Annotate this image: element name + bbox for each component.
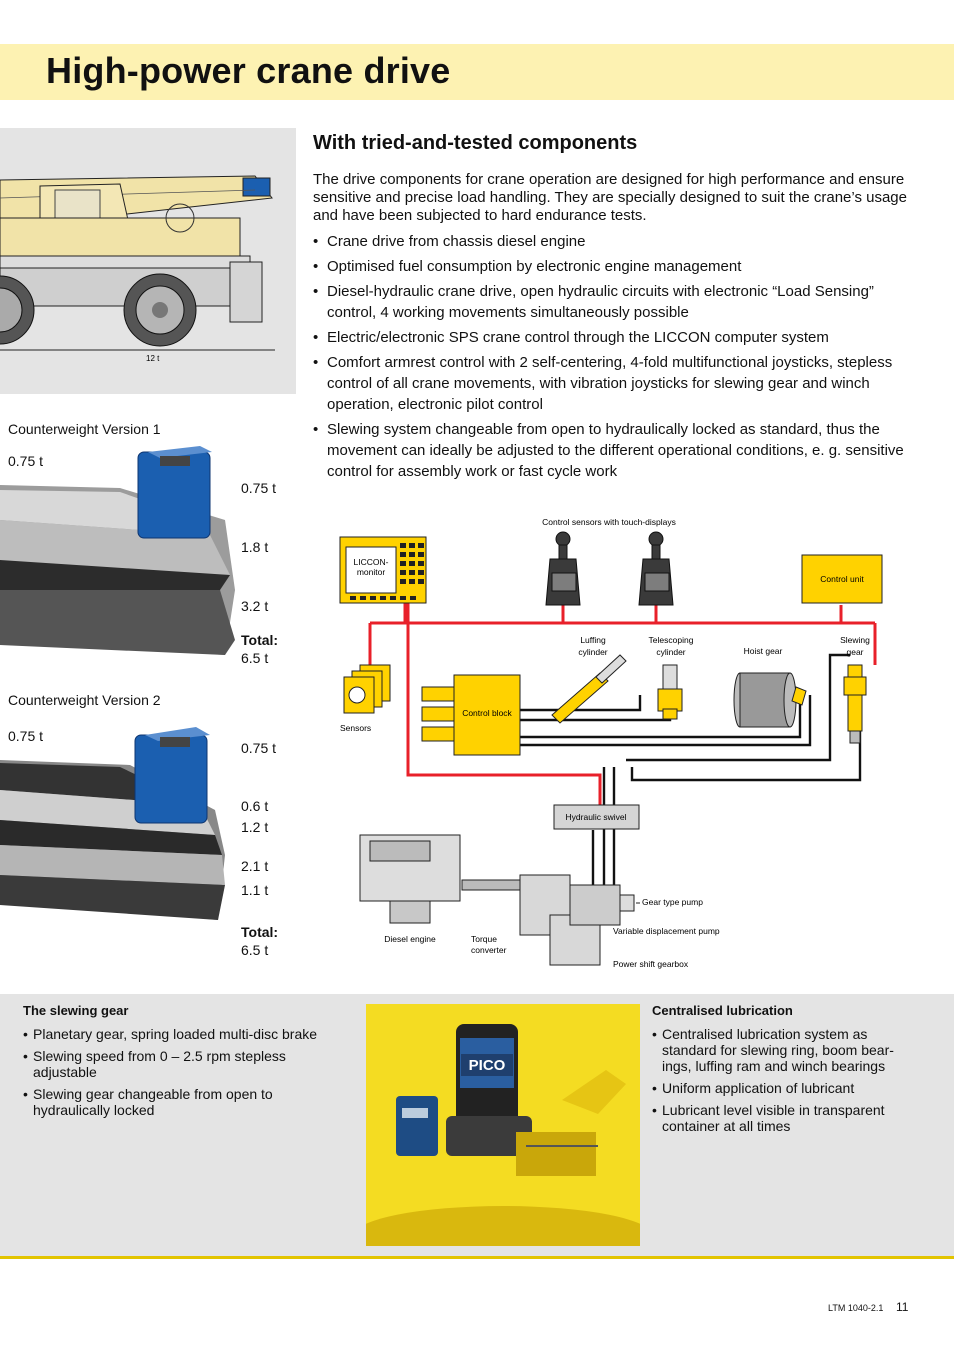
pump-assembly [519, 874, 635, 966]
liccon-monitor: LICCON- monitor [339, 536, 427, 604]
variable-pump-label: Variable displacement pump [613, 926, 720, 936]
lubrication-photo: PICO [366, 1004, 640, 1246]
counterweight-v2-weight: 1.2 t [241, 819, 269, 835]
luffing-cylinder [551, 654, 627, 724]
footer-rule [0, 1256, 954, 1259]
crane-weight-label: 12 t [146, 354, 160, 363]
crane-illustration-panel: 12 t [0, 128, 296, 394]
luffing-label-1: Luffing [580, 635, 606, 645]
list-item: Crane drive from chassis diesel engine [313, 231, 918, 252]
counterweight-v1-title: Counterweight Version 1 [8, 421, 161, 437]
page-title: High-power crane drive [46, 50, 451, 91]
list-item: Electric/electronic SPS crane control th… [313, 327, 918, 348]
control-wiring [368, 603, 877, 825]
hoist-gear-label: Hoist gear [744, 646, 783, 656]
slewing-label-1: Slewing [840, 635, 870, 645]
hydraulic-swivel-box [553, 804, 640, 830]
counterweight-v1-total-value: 6.5 t [241, 650, 269, 666]
slewing-gear-list: Planetary gear, spring loaded multi-disc… [23, 1026, 348, 1118]
control-unit-label: Control unit [820, 574, 864, 584]
counterweight-v1-total-label: Total: [241, 632, 279, 648]
pico-brand: PICO [469, 1057, 506, 1074]
slewing-gear-section: The slewing gear Planetary gear, spring … [23, 1003, 348, 1124]
hydraulic-swivel-label: Hydraulic swivel [566, 812, 627, 822]
lubrication-heading: Centralised lubrication [652, 1003, 793, 1018]
counterweight-v1-image [0, 446, 235, 655]
components-intro: The drive components for crane operation… [313, 171, 907, 224]
document-id: LTM 1040-2.1 [828, 1303, 884, 1313]
list-item: Optimised fuel consumption by electronic… [313, 256, 918, 277]
list-item: Slewing speed from 0 – 2.5 rpm stepless … [23, 1048, 348, 1080]
control-block-label: Control block [462, 708, 512, 718]
crane-illustration: 12 t [0, 175, 275, 363]
diesel-engine-label: Diesel engine [384, 934, 436, 944]
list-item: Uniform application of lubricant [652, 1080, 912, 1096]
counterweight-v2-left-label: 0.75 t [8, 728, 44, 744]
list-item: Lubricant level visible in transparent c… [652, 1102, 912, 1134]
counterweight-v2-image [0, 727, 225, 920]
liccon-label-1: LICCON- [354, 557, 389, 567]
liccon-label-2: monitor [357, 567, 386, 577]
torque-label-2: converter [471, 945, 507, 955]
luffing-label-2: cylinder [578, 647, 607, 657]
counterweight-v2-total-label: Total: [241, 924, 279, 940]
title-band [0, 44, 954, 100]
list-item: Centralised lubrication system as standa… [652, 1026, 912, 1074]
telescoping-cylinder [657, 664, 683, 720]
counterweight-v2-weight: 1.1 t [241, 882, 269, 898]
power-shift-label: Power shift gearbox [613, 959, 689, 969]
list-item: Slewing gear changeable from open to hyd… [23, 1086, 348, 1118]
counterweight-v2-weight: 2.1 t [241, 858, 269, 874]
counterweight-v1-weight: 0.75 t [241, 480, 277, 496]
lubrication-section: Centralised lubrication Centralised lubr… [652, 1003, 912, 1140]
slewing-gear-heading: The slewing gear [23, 1003, 129, 1018]
counterweight-v2-weight: 0.6 t [241, 798, 269, 814]
counterweight-v1-left-label: 0.75 t [8, 453, 44, 469]
counterweight-v1-weight: 3.2 t [241, 598, 269, 614]
page-number: 11 [896, 1300, 909, 1314]
joystick-right [638, 531, 674, 606]
gear-pump-label: Gear type pump [642, 897, 703, 907]
sensors-label: Sensors [340, 723, 371, 733]
list-item: Planetary gear, spring loaded multi-disc… [23, 1026, 348, 1042]
lubrication-list: Centralised lubrication system as standa… [652, 1026, 912, 1134]
components-list: Crane drive from chassis diesel engine O… [313, 231, 918, 486]
control-block [421, 674, 521, 756]
list-item: Slewing system changeable from open to h… [313, 419, 918, 482]
counterweight-v2-total-value: 6.5 t [241, 942, 269, 958]
telescoping-label-2: cylinder [656, 647, 685, 657]
sensors-icon [343, 664, 391, 714]
telescoping-label-1: Telescoping [649, 635, 694, 645]
diesel-engine [359, 834, 523, 924]
control-sensors-label: Control sensors with touch-displays [542, 517, 676, 527]
counterweight-v1-weight: 1.8 t [241, 539, 269, 555]
crane-drive-diagram: LICCON- monitor Control sensors with tou… [339, 517, 883, 969]
slewing-gear [843, 664, 867, 744]
slewing-label-2: gear [846, 647, 863, 657]
control-unit-box [801, 554, 883, 604]
hydraulic-lines [520, 653, 862, 907]
hoist-gear-drum [733, 672, 807, 728]
counterweight-v2-weight: 0.75 t [241, 740, 277, 756]
list-item: Comfort armrest control with 2 self-cent… [313, 352, 918, 415]
list-item: Diesel-hydraulic crane drive, open hydra… [313, 281, 918, 323]
counterweight-v2-title: Counterweight Version 2 [8, 692, 161, 708]
torque-label-1: Torque [471, 934, 497, 944]
components-heading: With tried-and-tested components [313, 132, 638, 154]
joystick-left [545, 531, 581, 606]
